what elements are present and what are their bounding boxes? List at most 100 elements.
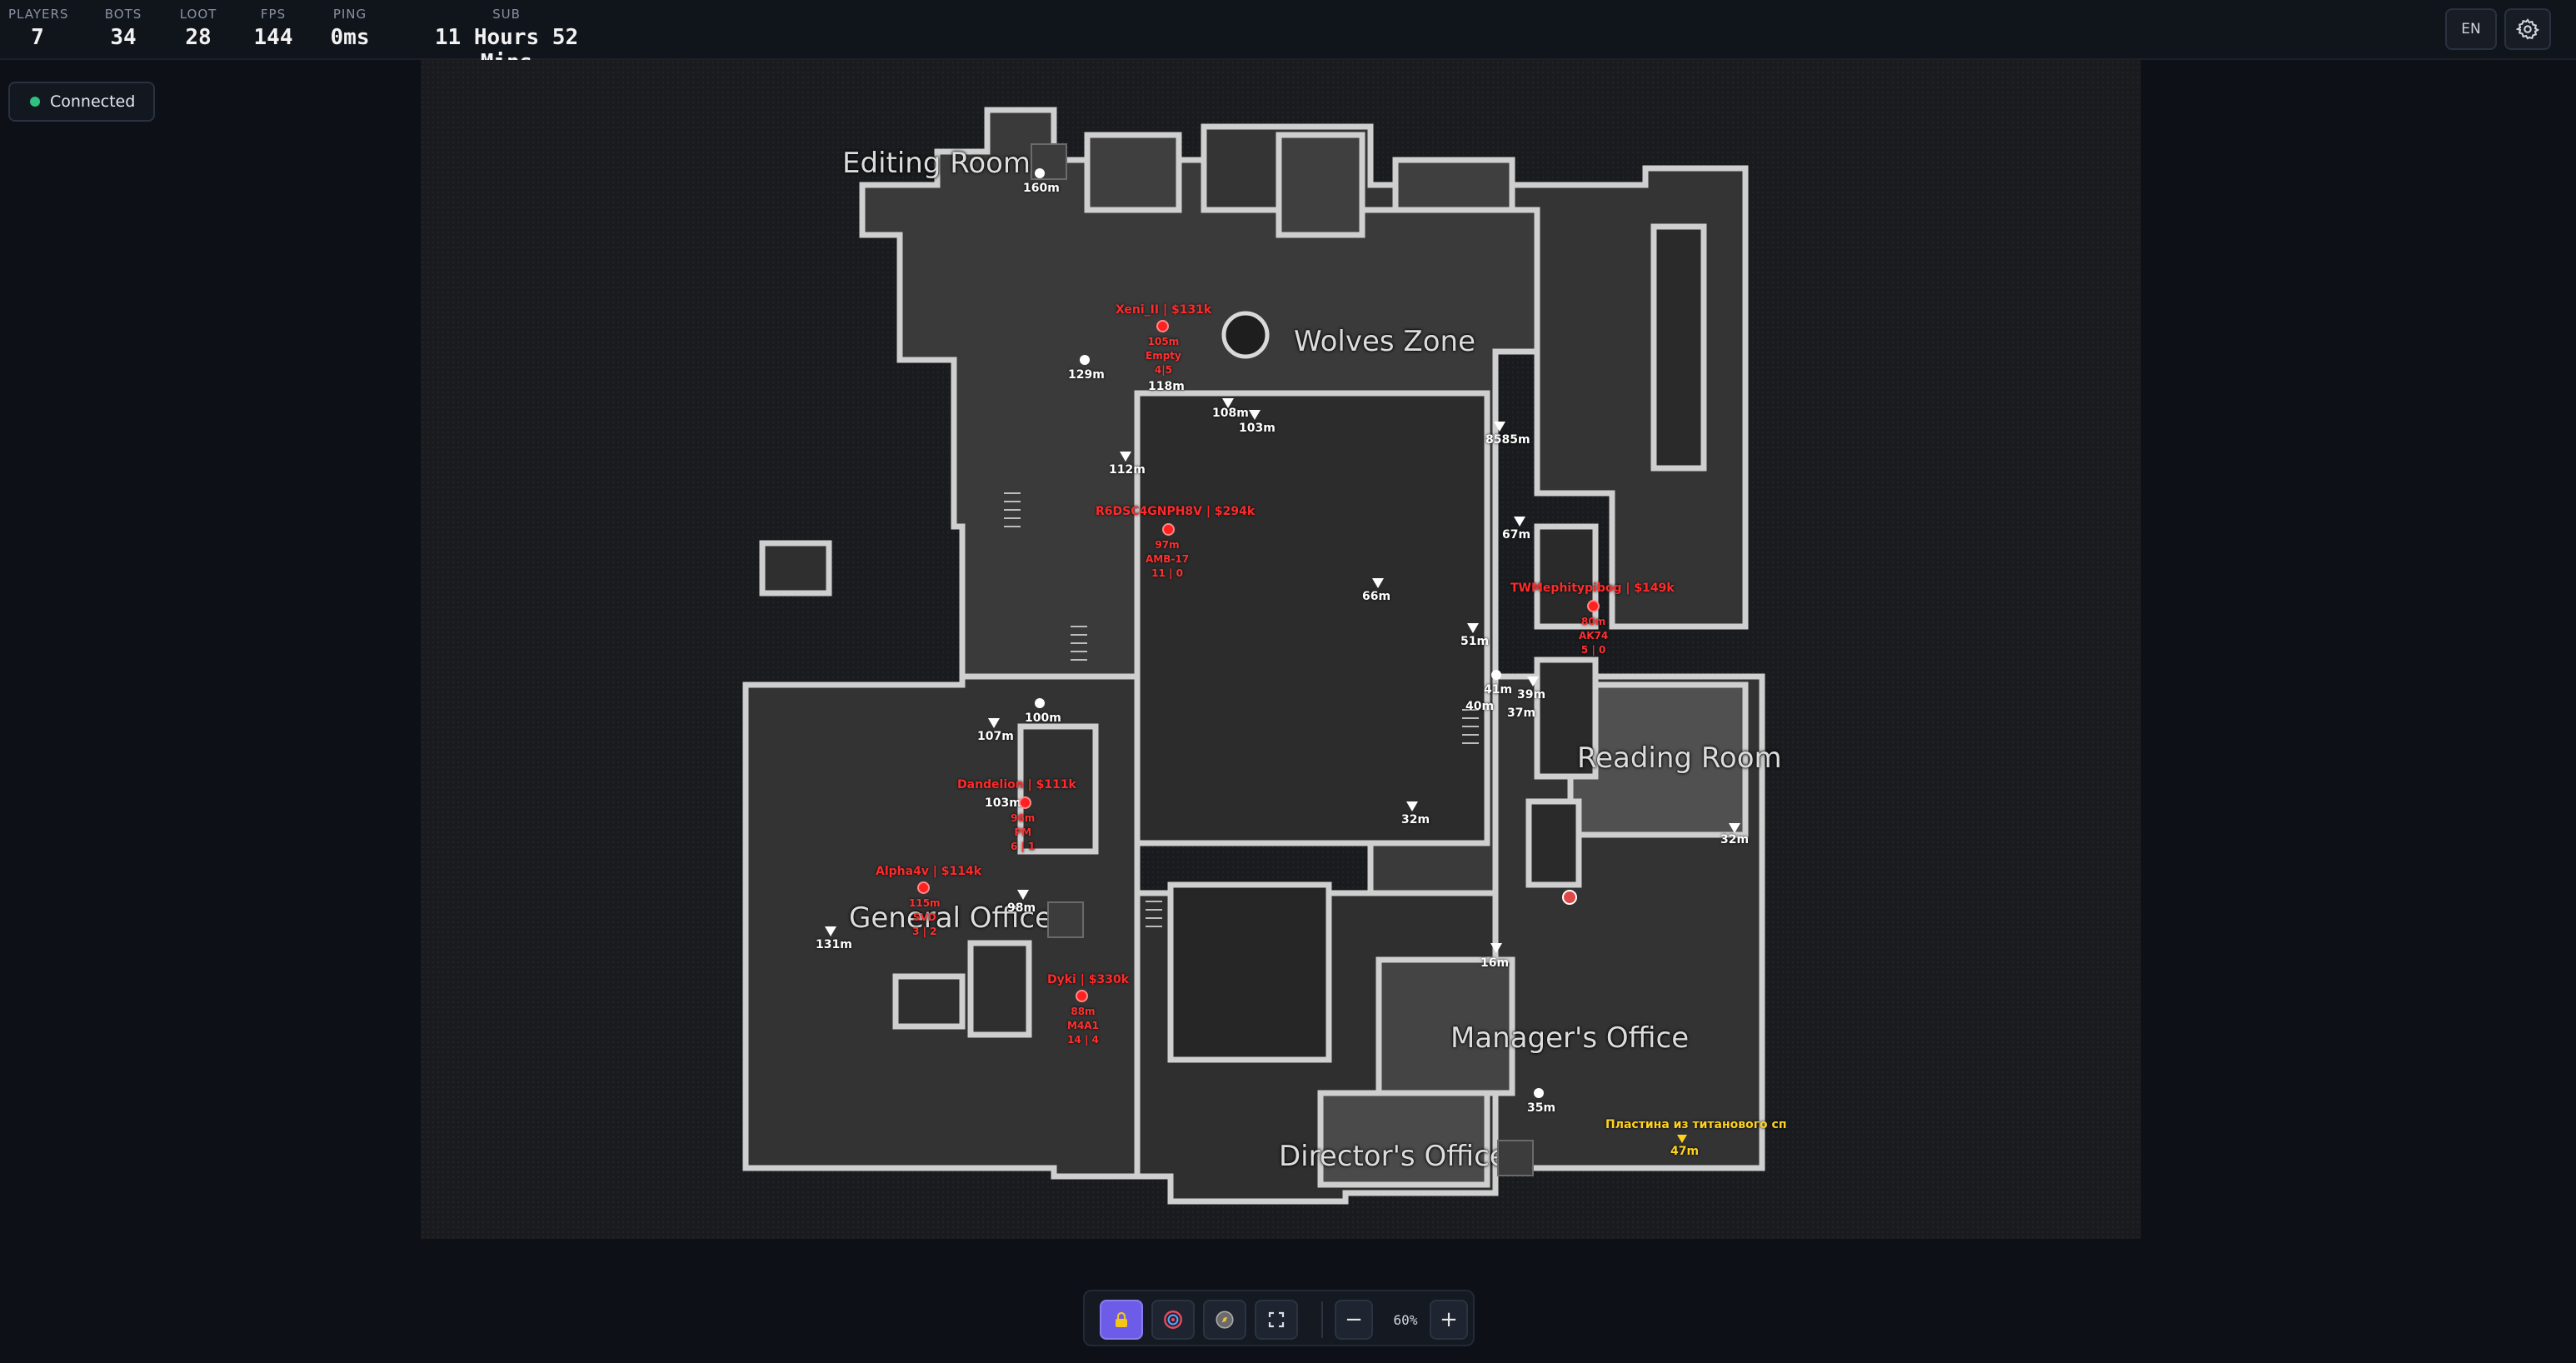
player-label: Xeni_II | $131k (1116, 303, 1212, 317)
player-details: 97m AMB-17 11 | 0 (1146, 538, 1189, 581)
gear-icon (2516, 18, 2539, 40)
player-weapon: AK74 (1579, 630, 1609, 642)
player-marker[interactable] (917, 881, 930, 894)
zoom-level: 60% (1393, 1311, 1418, 1328)
settings-button[interactable] (2504, 8, 2551, 50)
player-distance: 88m (1071, 1006, 1096, 1017)
distance-label: 35m (1527, 1101, 1556, 1115)
distance-label: 118m (1148, 380, 1185, 393)
stat-label: LOOT (179, 7, 217, 22)
stat-label: FPS (260, 7, 287, 22)
stat-players: PLAYERS 7 (8, 7, 67, 50)
loot-dot[interactable] (1035, 168, 1045, 178)
player-distance: 96m (1011, 812, 1036, 824)
compass-button[interactable] (1203, 1300, 1246, 1340)
fullscreen-button[interactable] (1255, 1300, 1298, 1340)
bot-marker[interactable] (988, 718, 1000, 728)
player-marker[interactable] (1156, 320, 1169, 332)
room-label: Editing Room (842, 147, 1031, 180)
player-label: R6DSC4GNPH8V | $294k (1096, 505, 1256, 518)
loot-dot[interactable] (1035, 698, 1045, 708)
player-weapon: SVD (912, 911, 936, 923)
distance-label: 16m (1480, 956, 1510, 970)
room-label: General Office (849, 901, 1053, 935)
distance-label: 108m (1212, 407, 1249, 420)
lock-icon (1116, 1311, 1127, 1327)
player-weapon: M4A1 (1067, 1020, 1099, 1031)
distance-label: 67m (1502, 528, 1531, 542)
target-icon (1164, 1311, 1182, 1329)
player-marker[interactable] (1162, 523, 1175, 536)
distance-label: 32m (1720, 833, 1750, 846)
bot-marker[interactable] (1120, 452, 1131, 462)
bot-marker[interactable] (1249, 410, 1261, 420)
loot-dot[interactable] (1080, 355, 1090, 365)
player-distance: 80m (1581, 616, 1606, 627)
status-dot (30, 97, 40, 107)
player-details: 105m Empty 4|5 (1146, 335, 1181, 377)
loot-dot[interactable] (1491, 670, 1501, 680)
map-circle-marker (1221, 311, 1270, 359)
document-icon (1047, 901, 1084, 938)
stats-bar: PLAYERS 7 BOTS 34 LOOT 28 FPS 144 PING 0… (0, 0, 2576, 75)
zoom-in-button[interactable]: + (1430, 1300, 1468, 1340)
loot-marker[interactable] (1677, 1135, 1687, 1143)
bot-marker[interactable] (825, 926, 836, 936)
player-stats: 5 | 0 (1580, 644, 1606, 656)
stat-label: SUB (492, 7, 521, 22)
bot-marker[interactable] (1372, 578, 1384, 588)
waypoint-marker[interactable] (1562, 890, 1577, 905)
toolbar-divider (1321, 1301, 1323, 1338)
player-details: 96m PM 6 | 1 (1011, 811, 1035, 854)
distance-label: 8585m (1485, 433, 1530, 447)
player-weapon: Empty (1146, 350, 1181, 362)
player-distance: 115m (909, 897, 941, 909)
target-button[interactable] (1151, 1300, 1195, 1340)
room-label: Reading Room (1577, 741, 1782, 775)
map-toolbar: − 60% + (1083, 1290, 1475, 1346)
stat-value: 7 (31, 25, 44, 50)
map-floorplan (742, 107, 1765, 1205)
loot-distance: 47m (1670, 1145, 1700, 1158)
bot-marker[interactable] (1494, 422, 1505, 432)
distance-label: 107m (977, 730, 1014, 743)
loot-dot[interactable] (1534, 1088, 1544, 1098)
bot-marker[interactable] (1729, 823, 1740, 833)
zoom-out-button[interactable]: − (1335, 1300, 1373, 1340)
player-stats: 4|5 (1154, 364, 1172, 376)
player-marker[interactable] (1076, 990, 1088, 1002)
distance-label: 51m (1460, 635, 1490, 648)
bot-marker[interactable] (1467, 623, 1479, 633)
stat-label: PLAYERS (8, 7, 69, 22)
bot-marker[interactable] (1527, 677, 1539, 686)
bot-marker[interactable] (1514, 517, 1525, 527)
player-details: 115m SVD 3 | 2 (909, 896, 941, 939)
language-button[interactable]: EN (2445, 8, 2497, 50)
distance-label: 41m (1484, 683, 1513, 696)
stat-label: PING (332, 7, 367, 22)
player-details: 88m M4A1 14 | 4 (1067, 1005, 1099, 1047)
document-icon (1497, 1140, 1534, 1176)
player-marker[interactable] (1019, 796, 1031, 809)
connection-status: Connected (8, 82, 155, 122)
distance-label: 66m (1362, 590, 1391, 603)
radar-map[interactable]: Editing Room Wolves Zone Reading Room Ge… (421, 60, 2141, 1239)
stat-loot: LOOT 28 (173, 7, 223, 50)
stat-label: BOTS (104, 7, 142, 22)
player-label: Dandelion | $111k (957, 778, 1076, 791)
lock-button[interactable] (1100, 1300, 1143, 1340)
distance-label: 131m (816, 938, 852, 951)
distance-label: 160m (1023, 182, 1060, 195)
bot-marker[interactable] (1017, 890, 1029, 900)
bot-marker[interactable] (1222, 398, 1234, 408)
bot-marker[interactable] (1490, 943, 1502, 953)
player-stats: 3 | 2 (912, 926, 937, 937)
player-marker[interactable] (1587, 600, 1600, 612)
player-label: TWMephitypibog | $149k (1510, 582, 1675, 595)
room-label: Manager's Office (1450, 1021, 1690, 1055)
player-weapon: PM (1014, 826, 1032, 838)
player-label: Dyki | $330k (1047, 973, 1129, 986)
distance-label: 32m (1401, 813, 1430, 826)
stat-bots: BOTS 34 (98, 7, 148, 50)
bot-marker[interactable] (1406, 801, 1418, 811)
